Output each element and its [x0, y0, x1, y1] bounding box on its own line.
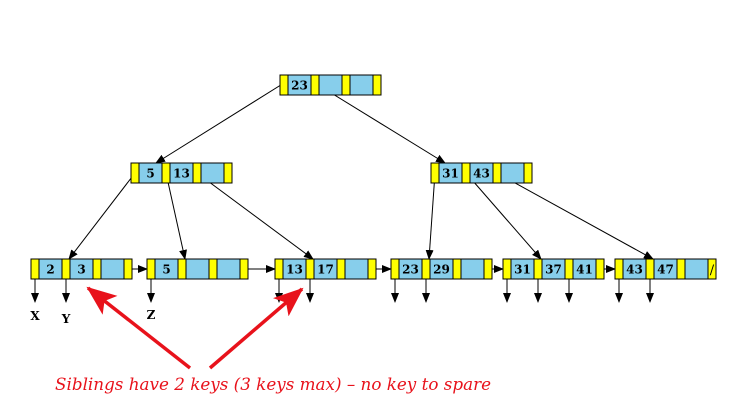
pointer-slot: [523, 162, 533, 184]
tree-edge: [314, 82, 446, 164]
pointer-slot: [92, 258, 102, 280]
annotation-group: Siblings have 2 keys (3 keys max) – no k…: [55, 286, 491, 395]
root-node: 23: [279, 74, 382, 96]
annotation-arrow: [208, 287, 304, 370]
key-label: 5: [146, 167, 154, 181]
pointer-slot: [61, 258, 71, 280]
key-label: 37: [545, 263, 562, 277]
pointer-slot: [372, 74, 382, 96]
pointer-slot: [502, 258, 512, 280]
pointer-slot: [123, 258, 133, 280]
pointer-slot: [310, 74, 320, 96]
key-slot: [318, 74, 343, 96]
pointer-slot: [614, 258, 624, 280]
key-label: 43: [473, 167, 490, 181]
key-label: 31: [442, 167, 459, 181]
leaf-node: 43 47 /: [614, 258, 717, 280]
key-label: 31: [514, 263, 531, 277]
key-label: 13: [173, 167, 190, 181]
pointer-slot: [492, 162, 502, 184]
key-label: 23: [402, 263, 419, 277]
tree-edge: [496, 172, 654, 260]
key-label: 17: [317, 263, 334, 277]
key-label: 5: [162, 263, 170, 277]
pointer-slot: [305, 258, 315, 280]
key-slot: [349, 74, 374, 96]
leaf-node: 5: [146, 258, 249, 280]
pointer-slot: [146, 258, 156, 280]
annotation-text: Siblings have 2 keys (3 keys max) – no k…: [55, 375, 491, 395]
pointer-slot: [483, 258, 493, 280]
key-slot: [216, 258, 241, 280]
leaf-node: 13 17: [274, 258, 377, 280]
key-slot: [185, 258, 210, 280]
key-label: 3: [77, 263, 85, 277]
pointer-slot: [421, 258, 431, 280]
pointer-slot: [30, 258, 40, 280]
key-label: 23: [291, 79, 308, 93]
pointer-slot: [130, 162, 140, 184]
pointer-slot: [676, 258, 686, 280]
key-slot: [460, 258, 485, 280]
pointer-slot: [367, 258, 377, 280]
key-label: 13: [286, 263, 303, 277]
tree-edge: [165, 172, 187, 260]
pointer-slot: [707, 258, 717, 280]
key-label: 2: [46, 263, 54, 277]
pointer-slot: [223, 162, 233, 184]
key-label: 43: [626, 263, 643, 277]
key-slot: [500, 162, 525, 184]
leaf-node: 23 29: [390, 258, 493, 280]
key-label: 41: [576, 263, 593, 277]
pointer-slot: [341, 74, 351, 96]
pointer-slot: [390, 258, 400, 280]
pointer-slot: [595, 258, 605, 280]
internal-node: 31 43: [430, 162, 533, 184]
annotation-arrow: [86, 286, 192, 370]
pointer-slot: [279, 74, 289, 96]
tree-edge: [465, 172, 542, 260]
key-label: 47: [657, 263, 674, 277]
tree-edge: [425, 172, 436, 260]
end-of-list-mark: /: [710, 263, 715, 278]
leaf-node: 31 37 41: [502, 258, 605, 280]
pointer-slot: [239, 258, 249, 280]
pointer-slot: [461, 162, 471, 184]
tree-edge: [68, 172, 136, 260]
pointer-slot: [336, 258, 346, 280]
record-label: Y: [61, 312, 71, 326]
pointer-slot: [430, 162, 440, 184]
pointer-slot: [645, 258, 655, 280]
internal-node: 5 13: [130, 162, 233, 184]
pointer-slot: [161, 162, 171, 184]
tree-edge: [196, 172, 314, 260]
key-slot: [344, 258, 369, 280]
tree-edge: [155, 82, 285, 164]
pointer-slot: [208, 258, 218, 280]
key-slot: [200, 162, 225, 184]
pointer-slot: [274, 258, 284, 280]
pointer-slot: [452, 258, 462, 280]
record-label: X: [30, 309, 40, 323]
key-slot: [100, 258, 125, 280]
key-label: 29: [433, 263, 450, 277]
record-labels: X Y Z: [30, 308, 155, 326]
pointer-slot: [192, 162, 202, 184]
pointer-slot: [533, 258, 543, 280]
record-label: Z: [147, 308, 156, 322]
pointer-slot: [564, 258, 574, 280]
key-slot: [684, 258, 709, 280]
pointer-slot: [177, 258, 187, 280]
